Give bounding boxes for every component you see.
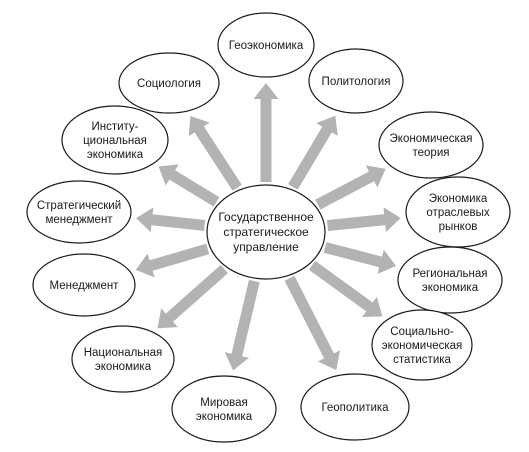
label-line: статистика: [393, 354, 451, 366]
node-socio-economic-statistics: Социально-экономическая статистика: [371, 309, 473, 381]
arrow-to-industrial-markets-economics: [326, 207, 401, 233]
label-line: Социология: [137, 78, 201, 90]
label-line: Государственное: [218, 210, 314, 224]
node-ellipse: [171, 375, 277, 443]
node-geopolitics: Геополитика: [300, 373, 410, 441]
node-regional-economics: Региональная экономика: [397, 246, 503, 314]
label-line: теория: [413, 147, 450, 159]
node-ellipse: [217, 12, 315, 78]
node-political-science: Политология: [308, 48, 404, 114]
label-line: отраслевых: [426, 207, 489, 219]
arrow-to-economic-theory: [315, 165, 386, 210]
label-line: экономика: [422, 282, 479, 294]
arrow-to-institutional-economics: [158, 164, 220, 207]
arrow-to-world-economy: [224, 279, 260, 371]
label-line: Стратегический: [37, 200, 121, 212]
node-ellipse: [371, 309, 473, 381]
label-line: Геоэкономика: [229, 40, 304, 52]
label-line: Экономическая: [390, 133, 473, 145]
arrow-to-geopolitics: [284, 275, 341, 371]
arrow-to-sociology: [188, 116, 242, 191]
arrow-to-strategic-management: [136, 207, 206, 233]
node-economic-theory: Экономическая теория: [378, 111, 484, 179]
node-geoeconomics: Геоэкономика: [217, 12, 315, 78]
label-line: экономика: [87, 149, 144, 161]
node-ellipse: [118, 52, 220, 114]
node-ellipse: [378, 111, 484, 179]
center-ellipse: [206, 184, 326, 280]
arrow-to-management: [135, 243, 210, 278]
node-institutional-economics: Институ-циональная экономика: [61, 105, 169, 175]
node-world-economy: Мировая экономика: [171, 375, 277, 443]
label-line: экономика: [196, 411, 253, 423]
label-line: циональная: [83, 135, 147, 147]
label-line: Социально-: [390, 326, 454, 338]
label-line: Институ-: [91, 121, 138, 133]
label-line: Политология: [322, 76, 391, 88]
node-ellipse: [300, 373, 410, 441]
node-sociology: Социология: [118, 52, 220, 114]
label-line: экономическая: [382, 340, 463, 352]
arrows: [135, 83, 401, 371]
label-line: Региональная: [413, 268, 488, 280]
arrow-to-national-economy: [157, 264, 228, 329]
arrow-to-political-science: [288, 115, 338, 190]
node-ellipse: [61, 105, 169, 175]
arrow-to-geoeconomics: [253, 83, 279, 182]
label-line: Мировая: [200, 397, 247, 409]
node-national-economy: Национальная экономика: [71, 325, 175, 393]
node-ellipse: [397, 246, 503, 314]
label-line: Экономика: [429, 193, 488, 205]
node-industrial-markets-economics: Экономика отраслевых рынков: [405, 176, 511, 248]
arrow-to-regional-economics: [323, 242, 397, 274]
node-ellipse: [32, 253, 136, 317]
label-line: Менеджмент: [50, 280, 120, 292]
label-line: менеджмент: [45, 214, 113, 226]
node-ellipse: [308, 48, 404, 114]
node-ellipse: [71, 325, 175, 393]
node-strategic-management: Стратегический менеджмент: [26, 180, 132, 244]
label-line: управление: [233, 240, 299, 254]
arrow-to-socio-economic-statistics: [308, 260, 383, 317]
label-line: Геополитика: [321, 402, 389, 414]
node-management: Менеджмент: [32, 253, 136, 317]
label-line: рынков: [439, 221, 478, 233]
label-line: стратегическое: [223, 225, 309, 239]
node-ellipse: [26, 180, 132, 244]
label-line: Национальная: [84, 347, 163, 359]
label-line: экономика: [95, 361, 152, 373]
